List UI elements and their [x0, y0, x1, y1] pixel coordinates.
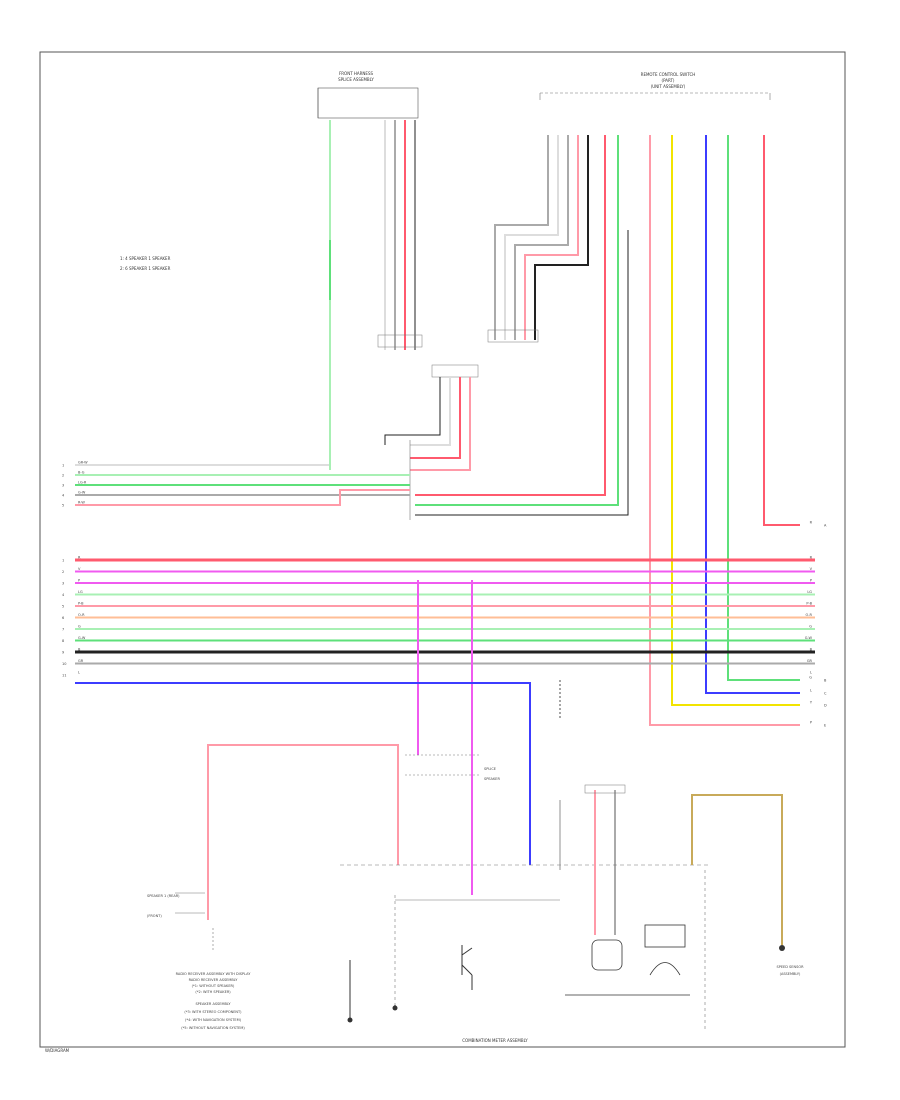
left-speaker-label: SPEAKER 1 (REAR) — [147, 894, 180, 898]
legend-line-2: 2: 6 SPEAKER 1 SPEAKER — [120, 266, 171, 271]
bus-wire-number: 1 — [62, 559, 64, 563]
mid-junction-block — [384, 364, 479, 520]
bus-wire-code-right: G — [809, 625, 812, 629]
bus-wire-code-right: P — [810, 579, 812, 583]
bus-wire-code-right: LG — [807, 590, 812, 594]
speed-sensor-label: SPEED SENSOR — [776, 965, 804, 969]
top-left-connector: FRONT HARNESS SPLICE ASSEMBLY — [317, 71, 419, 119]
main-bus — [75, 558, 815, 665]
bus-wire-code: G — [78, 625, 81, 629]
bus-wire-code: G-W — [78, 636, 86, 640]
footer-label: W/DIAGRAM — [45, 1048, 70, 1053]
center-speaker-label: SPEAKER — [484, 777, 500, 781]
left-side-wire-group — [75, 460, 410, 506]
right-wire-letter: C — [824, 692, 827, 696]
bus-wire-number: 9 — [62, 651, 64, 655]
right-wire-labels: A R B G C L D Y E P — [809, 521, 827, 728]
left-wire-code: G-W — [78, 491, 86, 495]
top-right-connector-wires — [415, 135, 800, 726]
radio-receiver-line-1: RADIO RECEIVER ASSEMBLY WITH DISPLAY — [176, 972, 252, 976]
right-wire-letter: A — [824, 524, 827, 528]
left-wire-code: GR-W — [78, 461, 88, 465]
bus-wire-number: 11 — [62, 674, 66, 678]
top-right-connector-title: REMOTE CONTROL SWITCH — [641, 72, 696, 77]
bus-wire-number: 2 — [62, 570, 64, 574]
bus-drops — [75, 580, 561, 895]
left-wire-labels: 1 GR-W 2 B-G 3 LG-R 4 G-W 5 R-W — [62, 461, 88, 508]
bus-wire-code-right: P-B — [806, 602, 812, 606]
radio-receiver-line-4: (*2: WITH SPEAKER) — [195, 990, 231, 994]
bus-wire-code: GR — [78, 659, 84, 663]
bus-wire-code-right: L — [810, 671, 812, 675]
top-left-connector-subtitle: SPLICE ASSEMBLY — [338, 77, 374, 82]
radio-receiver-label-block: SPEAKER 1 (REAR) (FRONT) RADIO RECEIVER … — [147, 892, 252, 1030]
left-wire-number: 2 — [62, 474, 64, 478]
right-wire-code: P — [810, 721, 812, 725]
bus-wire-code-right: O-R — [805, 613, 812, 617]
bus-wire-number: 8 — [62, 639, 64, 643]
left-wire-code: LG-R — [78, 481, 87, 485]
radio-receiver-line-3: (*1: WITHOUT SPEAKER) — [192, 984, 235, 988]
bus-wire-number: 4 — [62, 593, 65, 597]
right-wire-letter: B — [824, 679, 827, 683]
left-wire-code: B-G — [78, 471, 85, 475]
center-splice-label: SPLICE — [484, 767, 496, 771]
radio-receiver-line-7: (*4: WITH NAVIGATION SYSTEM) — [185, 1018, 242, 1022]
bus-wire-code-right: V — [810, 567, 813, 571]
top-right-connector: REMOTE CONTROL SWITCH (PART) (UNIT ASSEM… — [539, 72, 771, 100]
top-left-connector-title: FRONT HARNESS — [339, 71, 374, 76]
left-wire-number: 3 — [62, 484, 64, 488]
right-wire-code: L — [810, 689, 812, 693]
top-right-connector-sub: (PART) — [662, 78, 675, 83]
left-wire-number: 4 — [62, 494, 65, 498]
radio-receiver-line-8: (*5: WITHOUT NAVIGATION SYSTEM) — [181, 1026, 245, 1030]
left-wire-number: 1 — [62, 464, 64, 468]
bus-wire-number: 7 — [62, 628, 64, 632]
bus-wire-code: L — [78, 671, 80, 675]
radio-receiver-line-2: RADIO RECEIVER ASSEMBLY — [189, 978, 239, 982]
left-red-loop — [207, 744, 399, 920]
bus-wire-code: LG — [78, 590, 83, 594]
bus-wire-code-right: GR — [807, 659, 813, 663]
top-right-connector-sub2: (UNIT ASSEMBLY) — [651, 84, 686, 89]
bus-wire-code: P — [78, 579, 80, 583]
bus-wire-number: 6 — [62, 616, 64, 620]
radio-receiver-line-6: (*3: WITH STEREO COMPONENT) — [184, 1010, 242, 1014]
left-wire-code: R-W — [78, 501, 85, 505]
transistor-symbol — [461, 945, 473, 990]
legend-line-1: 1: 4 SPEAKER 1 SPEAKER — [120, 256, 171, 261]
right-wire-code: R — [810, 521, 813, 525]
top-left-connector-wires — [329, 120, 423, 460]
speed-sensor-wire: SPEED SENSOR (ASSEMBLY) — [691, 794, 804, 976]
right-wire-letter: E — [824, 724, 826, 728]
bus-wire-code-right: G-W — [805, 636, 813, 640]
combination-meter-area: COMBINATION METER ASSEMBLY — [340, 784, 710, 1043]
bus-wire-code: V — [78, 567, 81, 571]
center-splice: SPLICE SPEAKER — [405, 754, 500, 781]
left-wire-number: 5 — [62, 504, 64, 508]
bus-wire-code-right: R — [810, 556, 813, 560]
bus-wire-code: O-R — [78, 613, 85, 617]
bus-wire-code: P-B — [78, 602, 84, 606]
bus-wire-code-right: B — [810, 648, 813, 652]
right-wire-letter: D — [824, 704, 827, 708]
left-speaker-label-2: (FRONT) — [147, 914, 162, 918]
ground-symbol — [347, 960, 398, 1023]
bus-wire-number: 10 — [62, 662, 66, 666]
speed-sensor-sub: (ASSEMBLY) — [780, 972, 801, 976]
diagram-frame — [39, 51, 846, 1048]
meter-gauge-symbol — [565, 924, 690, 996]
bus-wire-code: B — [78, 648, 81, 652]
right-wire-code: Y — [810, 701, 813, 705]
bus-wire-number: 5 — [62, 605, 64, 609]
bus-wire-number: 3 — [62, 582, 64, 586]
combination-meter-label: COMBINATION METER ASSEMBLY — [462, 1038, 528, 1043]
right-wire-code: G — [809, 676, 812, 680]
bus-wire-code: R — [78, 556, 81, 560]
radio-receiver-line-5: SPEAKER ASSEMBLY — [195, 1002, 231, 1006]
